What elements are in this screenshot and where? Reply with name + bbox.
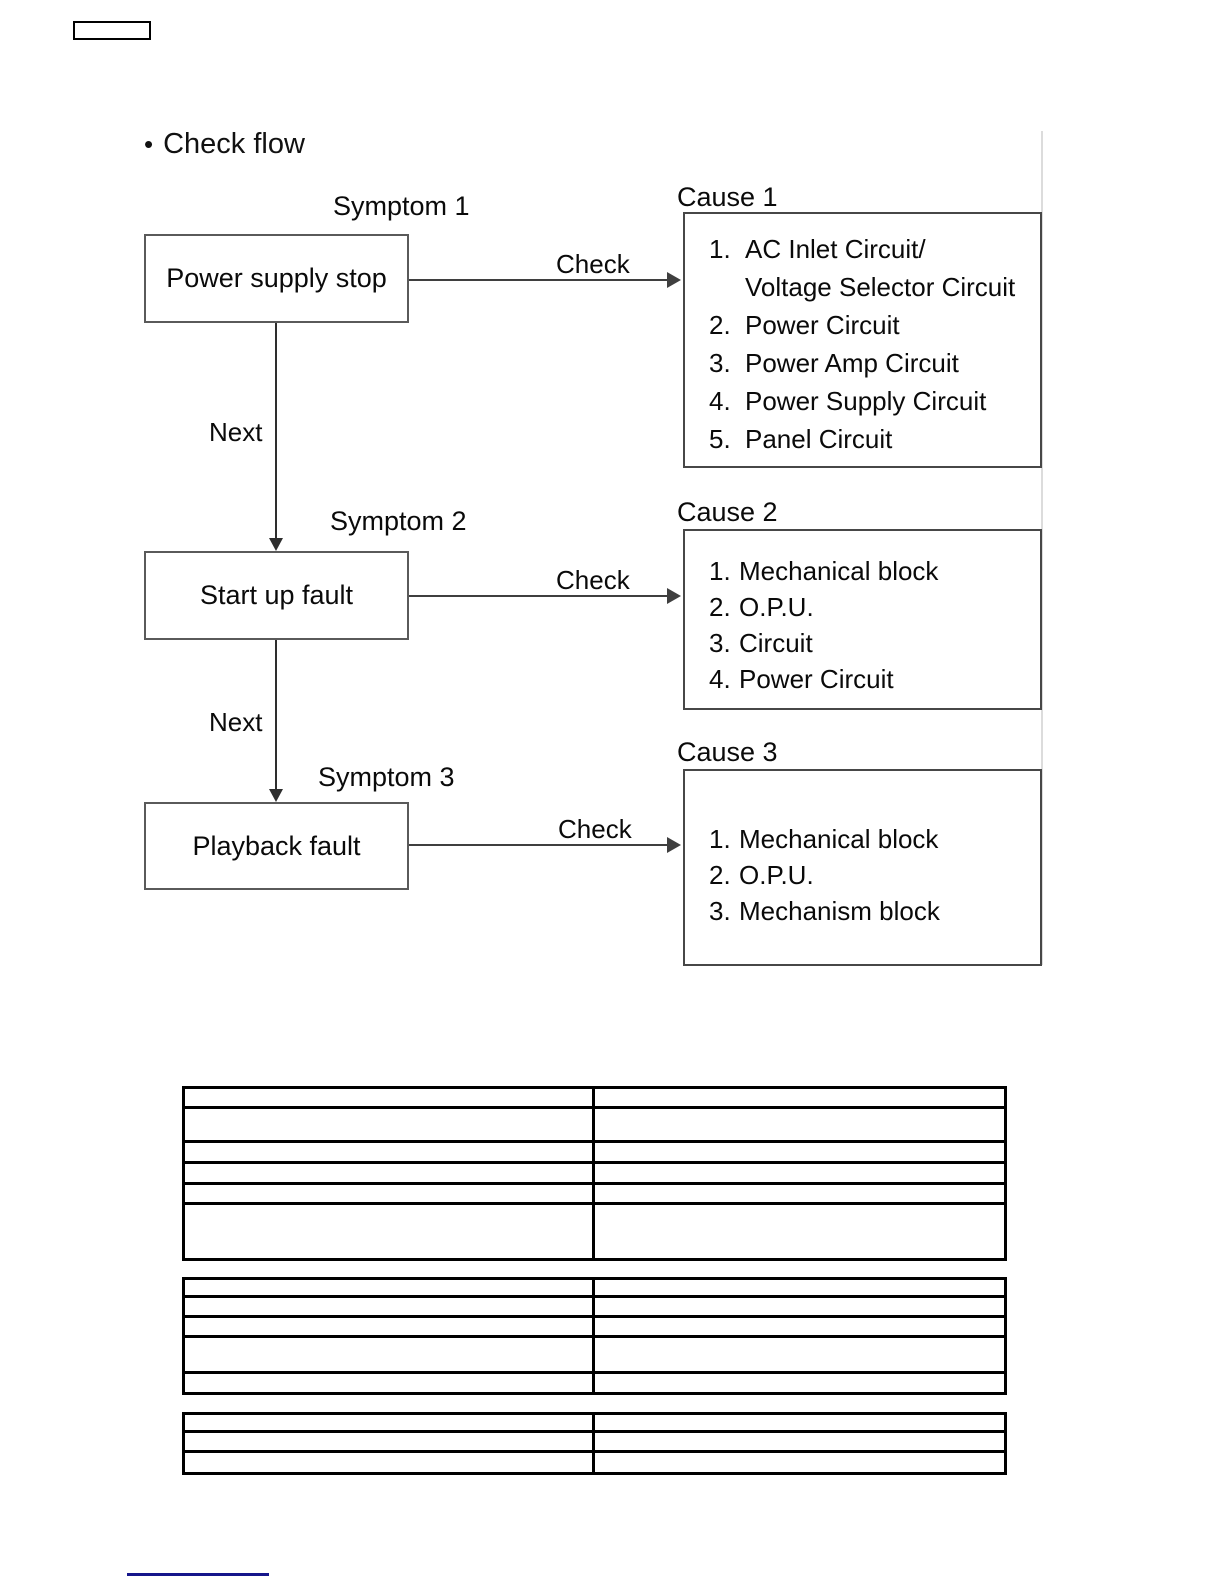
cause1-item: 2. Power Circuit — [709, 310, 900, 340]
check2-arrowhead-icon — [667, 588, 681, 604]
check3-arrow-line — [409, 844, 667, 846]
top-left-empty-box — [73, 21, 151, 40]
table-row — [185, 1318, 1004, 1338]
check1-arrow-line — [409, 279, 667, 281]
table-row — [185, 1374, 1004, 1392]
next1-line — [275, 323, 277, 538]
cause1-label: Cause 1 — [677, 182, 778, 212]
empty-table-1 — [182, 1086, 1007, 1261]
check2-label: Check — [556, 565, 630, 595]
symptom2-box: Start up fault — [144, 551, 409, 640]
cause2-box: 1. Mechanical block 2. O.P.U. 3. Circuit… — [683, 529, 1042, 710]
table-row — [185, 1089, 1004, 1109]
table-row — [185, 1109, 1004, 1143]
empty-table-3 — [182, 1412, 1007, 1475]
cause3-item: 3. Mechanism block — [709, 896, 940, 926]
cause1-item: 1. AC Inlet Circuit/ — [709, 234, 926, 264]
cause3-item: 2. O.P.U. — [709, 860, 814, 890]
cause2-label: Cause 2 — [677, 497, 778, 527]
symptom1-box-text: Power supply stop — [166, 263, 387, 293]
table-row — [185, 1205, 1004, 1258]
check3-label: Check — [558, 814, 632, 844]
check1-label: Check — [556, 249, 630, 279]
bullet-icon: • — [144, 129, 154, 159]
cause3-item: 1. Mechanical block — [709, 824, 939, 854]
symptom2-label: Symptom 2 — [330, 506, 467, 536]
check3-arrowhead-icon — [667, 837, 681, 853]
cause2-item: 3. Circuit — [709, 628, 813, 658]
table-row — [185, 1143, 1004, 1164]
cause1-item: 5. Panel Circuit — [709, 424, 893, 454]
section-heading: • Check flow — [144, 128, 305, 160]
cause2-item: 2. O.P.U. — [709, 592, 814, 622]
next2-arrowhead-icon — [269, 789, 283, 802]
table-row — [185, 1164, 1004, 1185]
next1-label: Next — [209, 417, 263, 447]
symptom2-box-text: Start up fault — [199, 580, 354, 610]
next2-line — [275, 640, 277, 789]
symptom1-label: Symptom 1 — [333, 191, 470, 221]
symptom1-box: Power supply stop — [144, 234, 409, 323]
next2-label: Next — [209, 707, 263, 737]
check2-arrow-line — [409, 595, 667, 597]
empty-table-2 — [182, 1277, 1007, 1395]
cause1-item: Voltage Selector Circuit — [745, 272, 1016, 302]
cause1-item: 3. Power Amp Circuit — [709, 348, 959, 378]
check1-arrowhead-icon — [667, 272, 681, 288]
symptom3-box-text: Playback fault — [192, 830, 361, 861]
symptom3-box: Playback fault — [144, 802, 409, 890]
cause2-item: 4. Power Circuit — [709, 664, 894, 694]
next1-arrowhead-icon — [269, 538, 283, 551]
table-row — [185, 1433, 1004, 1453]
cause1-item: 4. Power Supply Circuit — [709, 386, 987, 416]
footer-underline — [127, 1573, 269, 1576]
table-row — [185, 1298, 1004, 1318]
cause3-label: Cause 3 — [677, 737, 778, 767]
table-row — [185, 1280, 1004, 1298]
table-row — [185, 1338, 1004, 1374]
cause1-box: 1. AC Inlet Circuit/ Voltage Selector Ci… — [683, 212, 1042, 468]
section-heading-label: Check flow — [163, 128, 305, 160]
table-row — [185, 1415, 1004, 1433]
table-row — [185, 1185, 1004, 1205]
scan-artifact-line — [1041, 131, 1043, 965]
cause2-item: 1. Mechanical block — [709, 556, 939, 586]
symptom3-label: Symptom 3 — [318, 762, 455, 792]
table-row — [185, 1453, 1004, 1472]
cause3-box: 1. Mechanical block 2. O.P.U. 3. Mechani… — [683, 769, 1042, 966]
